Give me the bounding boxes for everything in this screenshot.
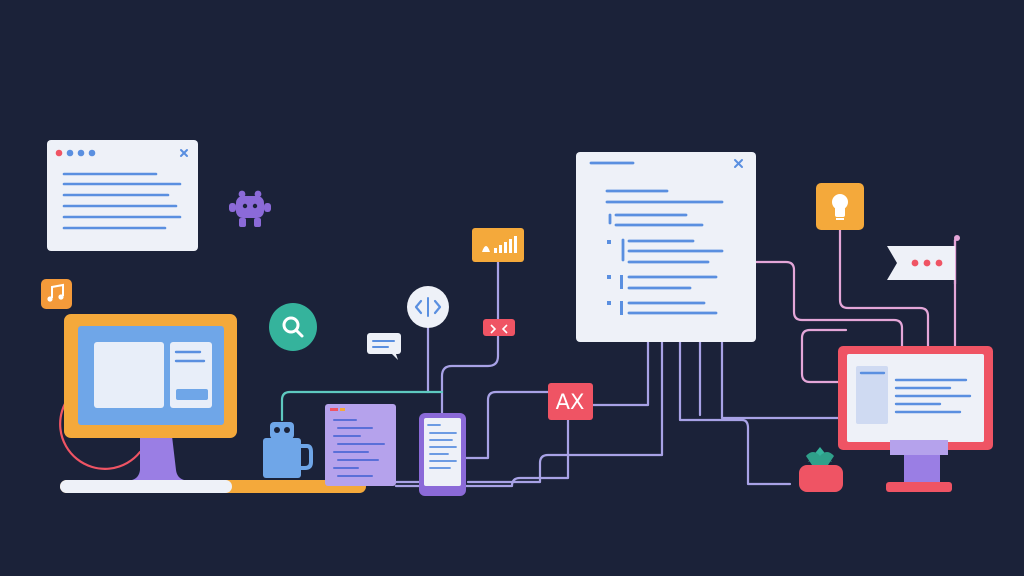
close-icon[interactable]	[180, 149, 188, 157]
wire	[754, 260, 904, 348]
chat-bubble-icon	[367, 333, 401, 360]
plant-icon	[799, 447, 843, 492]
desktop-monitor	[64, 314, 237, 480]
ax-badge: AX	[548, 383, 593, 420]
wire	[800, 328, 848, 384]
wire	[720, 340, 840, 420]
connection-wires	[59, 228, 957, 488]
window-dot	[77, 149, 85, 157]
wire	[466, 340, 664, 484]
flag-icon	[887, 235, 960, 284]
text-lines	[62, 172, 182, 230]
lightbulb-icon	[816, 183, 864, 230]
wire	[59, 394, 142, 470]
connector-badge	[483, 319, 515, 336]
window-dot	[88, 149, 96, 157]
browser-window	[47, 140, 198, 251]
desk	[60, 480, 366, 493]
signal-bars-icon	[472, 228, 524, 262]
window-dot-red	[55, 149, 63, 157]
close-icon[interactable]	[734, 159, 743, 168]
wire	[394, 418, 570, 488]
robot-mug	[263, 422, 313, 478]
ax-badge-label: AX	[556, 390, 585, 414]
wire	[838, 228, 930, 348]
wire	[678, 340, 792, 486]
wire	[464, 390, 550, 460]
screen-window	[94, 342, 164, 408]
document-card	[576, 152, 756, 342]
monitor-stand	[132, 436, 184, 480]
robot-icon	[229, 190, 271, 227]
search-icon[interactable]	[269, 303, 317, 351]
smartphone	[419, 413, 466, 496]
right-monitor	[838, 346, 993, 492]
code-document	[325, 404, 396, 486]
wire	[280, 390, 444, 422]
code-icon[interactable]	[407, 286, 449, 328]
window-dot	[66, 149, 74, 157]
music-note-icon	[41, 279, 72, 309]
wire	[440, 260, 500, 394]
